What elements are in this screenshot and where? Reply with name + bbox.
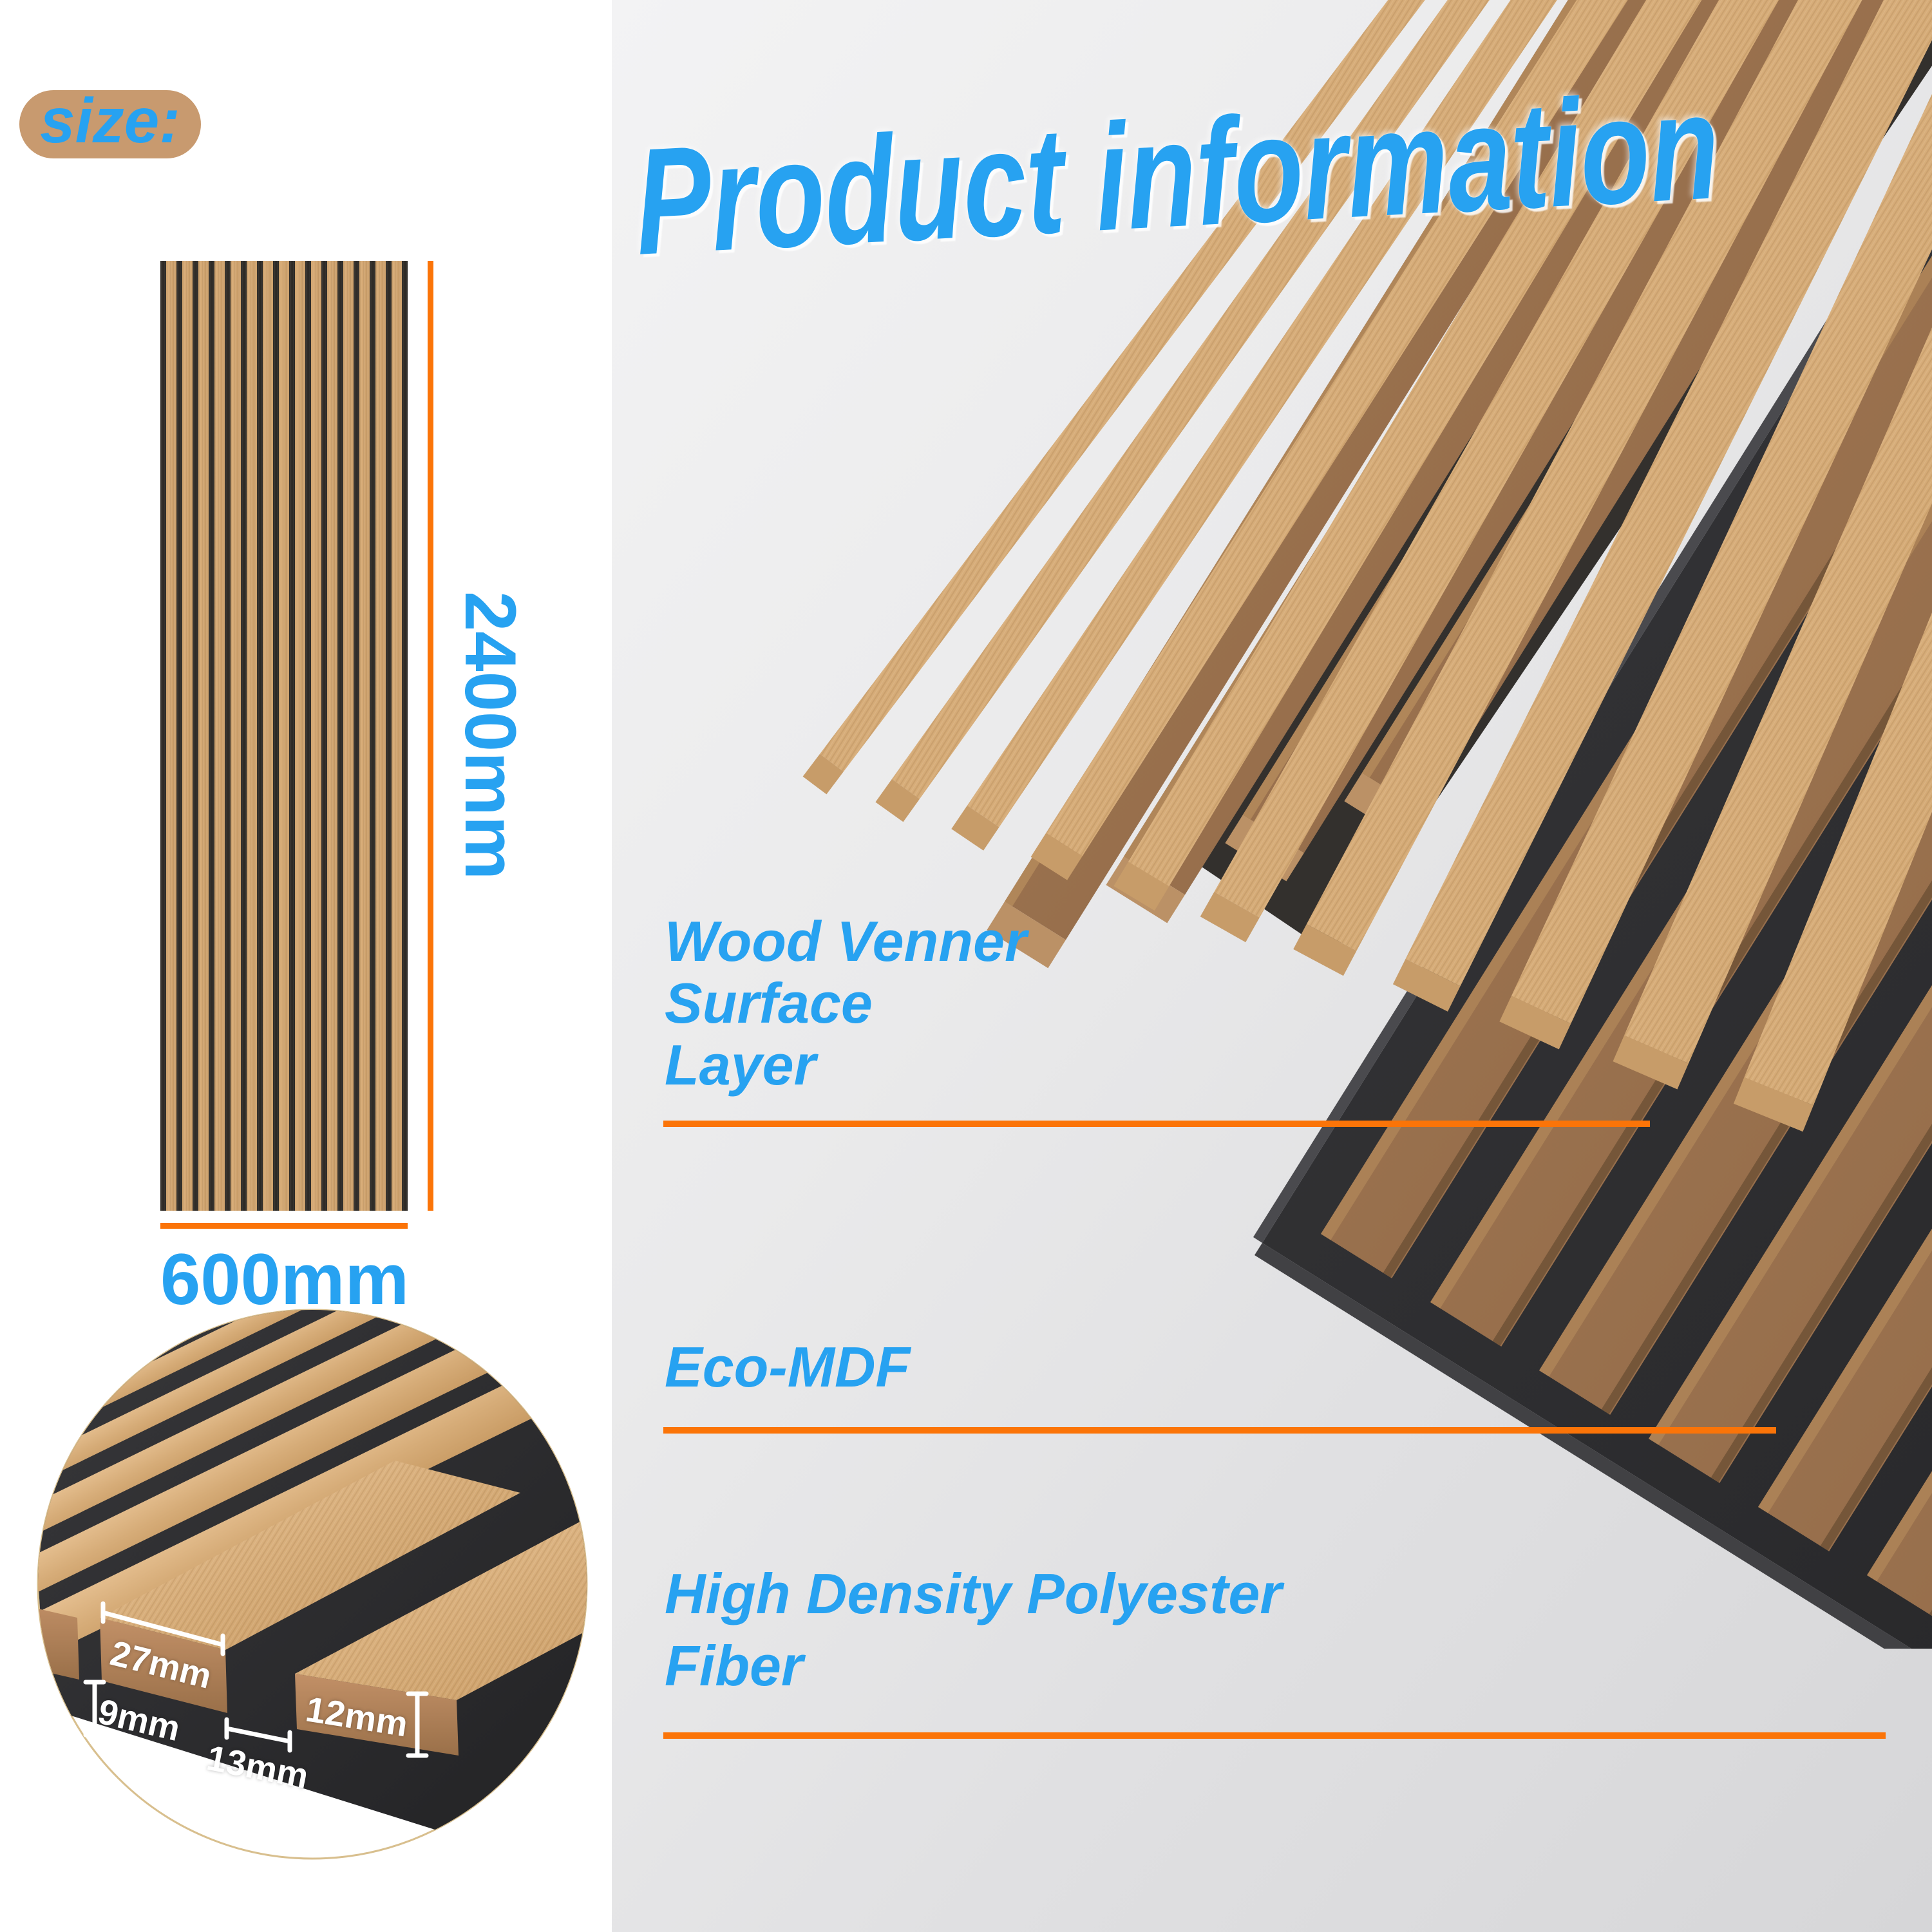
layer-label-wood-veneer-line1: Wood Venner [665,909,1027,973]
layer-underline-eco-mdf [663,1427,1776,1434]
layer-label-eco-mdf: Eco-MDF [665,1336,910,1398]
layer-label-eco-mdf-line1: Eco-MDF [665,1335,911,1399]
layer-label-wood-veneer-line3: Layer [665,1033,816,1097]
layer-label-polyester-fiber: High Density Polyester Fiber [665,1558,1282,1702]
panel-thumbnail [160,261,408,1211]
size-badge: size: [19,85,201,158]
height-dimension-line [428,261,433,1211]
layer-label-polyester-fiber-line2: Fiber [665,1634,804,1698]
width-dimension-label: 600mm [160,1239,410,1320]
layer-label-polyester-fiber-line1: High Density Polyester [665,1562,1282,1625]
product-layers-illustration [802,0,1932,1649]
layer-label-wood-veneer: Wood Venner Surface Layer [665,911,1027,1096]
size-badge-label: size: [40,85,180,156]
layer-underline-wood-veneer [663,1121,1650,1127]
layer-label-wood-veneer-line2: Surface [665,971,873,1035]
layer-underline-polyester-fiber [663,1732,1886,1739]
width-dimension-line [160,1223,408,1229]
cross-section-detail-circle [37,1309,588,1860]
height-dimension-label: 2400mm [450,591,531,880]
